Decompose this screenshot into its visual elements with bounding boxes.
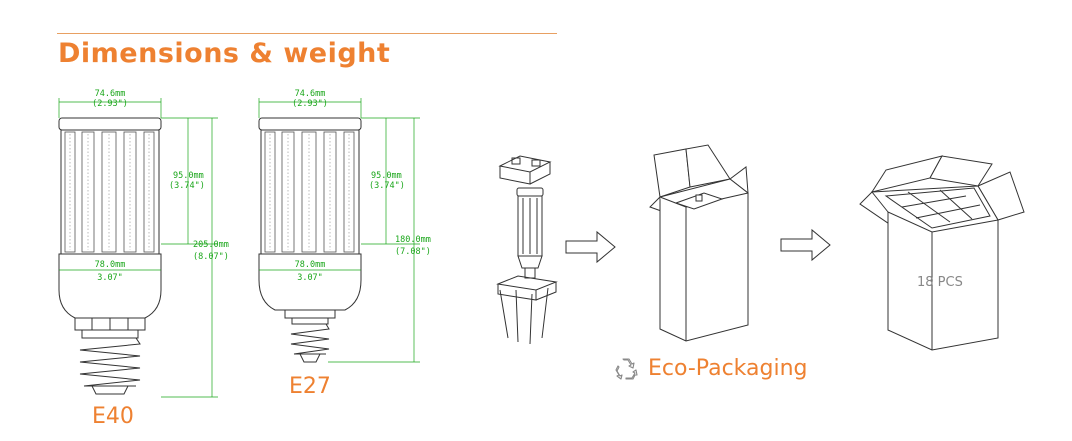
e27-total-height-in: (7.08") <box>395 247 431 257</box>
e27-body-width-in: 3.07" <box>297 273 323 283</box>
e40-body-width-in: 3.07" <box>97 273 123 283</box>
e27-top-width: 74.6mm <box>295 89 326 99</box>
e27-label: E27 <box>289 374 331 399</box>
e27-top-width-in: (2.93") <box>292 99 328 109</box>
e27-total-height: 180.0mm <box>395 235 431 245</box>
single-box-icon <box>649 144 749 342</box>
arrow-right-icon-2 <box>780 228 831 262</box>
e27-body-width: 78.0mm <box>295 260 326 270</box>
e40-head-height: 95.0mm <box>173 171 204 181</box>
e40-top-width: 74.6mm <box>95 89 126 99</box>
e40-body-width: 78.0mm <box>95 260 126 270</box>
arrow-right-icon <box>565 230 616 264</box>
e27-head-height-in: (3.74") <box>369 181 405 191</box>
e40-label: E40 <box>92 404 134 429</box>
recycle-icon <box>615 358 638 380</box>
e40-total-height: 205.0mm <box>193 240 229 250</box>
master-carton-icon <box>859 155 1025 351</box>
e40-top-width-in: (2.93") <box>92 99 128 109</box>
bulb-e27-drawing: 74.6mm (2.93") 95.0mm (3.74") 180.0mm (7… <box>258 89 431 363</box>
section-title: Dimensions & weight <box>58 38 391 69</box>
bulb-e40-drawing: 74.6mm (2.93") 95.0mm (3.74") 205.0mm (8… <box>58 89 229 398</box>
title-divider <box>57 33 557 34</box>
lamp-with-protectors-icon <box>496 155 558 345</box>
e40-total-height-in: (8.07") <box>193 252 229 262</box>
carton-count-label: 18 PCS <box>917 275 963 290</box>
e27-head-height: 95.0mm <box>371 171 402 181</box>
e40-head-height-in: (3.74") <box>169 181 205 191</box>
eco-packaging-label: Eco-Packaging <box>648 356 808 381</box>
